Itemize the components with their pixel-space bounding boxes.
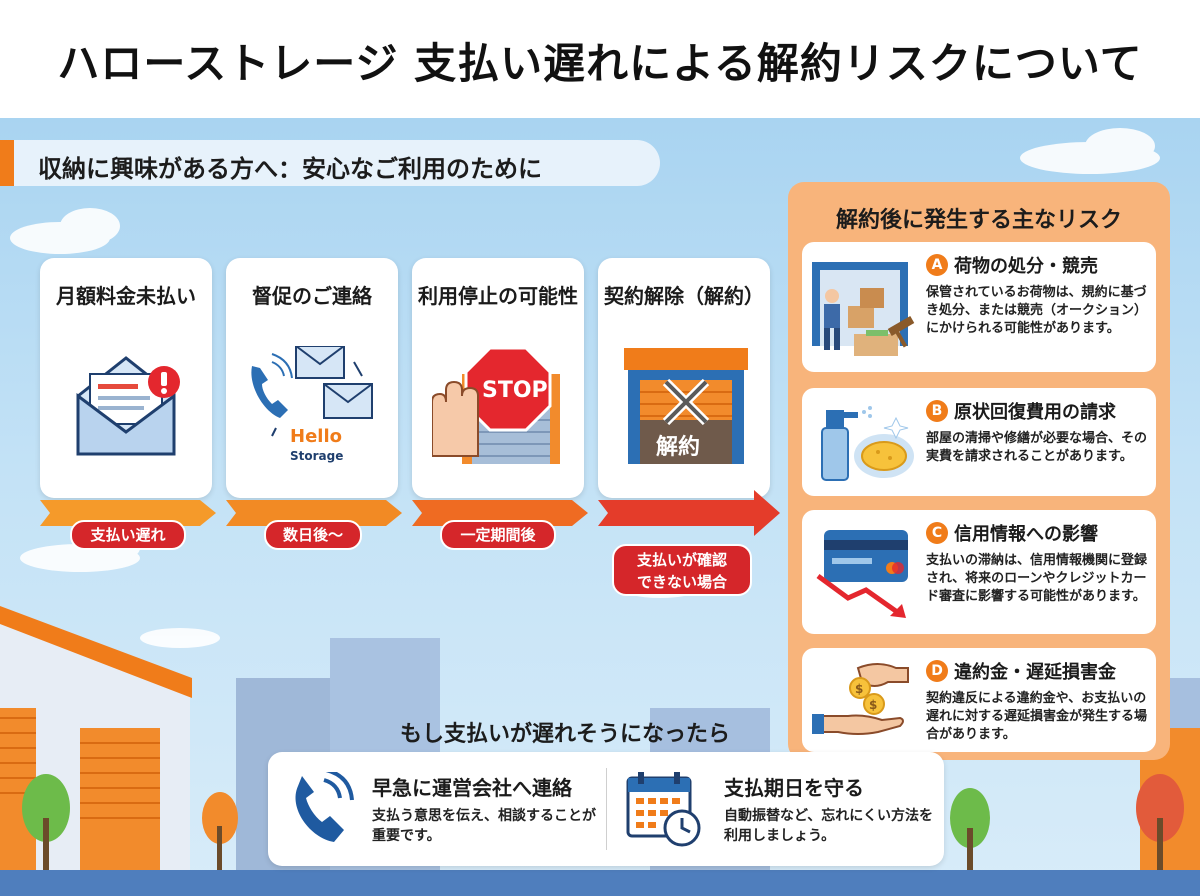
advice-box: 早急に運営会社へ連絡 支払う意思を伝え、相談することが重要です。 支払期日を守る… [268, 752, 944, 866]
risk-badge-c: C [926, 522, 948, 544]
tag-unconfirmed: 支払いが確認できない場合 [612, 544, 752, 596]
risk-title-credit: 信用情報への影響 [954, 524, 1098, 545]
step-label: 契約解除（解約） [604, 284, 764, 308]
process-arrows [40, 490, 780, 536]
tip-title-deadline: 支払期日を守る [724, 776, 864, 800]
risk-card-credit: C 信用情報への影響 支払いの滞納は、信用情報機関に登録され、将来のローンやクレ… [802, 510, 1156, 634]
phone-mail-icon: Hello Storage [251, 346, 373, 463]
tag-few-days: 数日後〜 [264, 520, 362, 550]
advice-divider [606, 768, 607, 850]
step-card-termination: 契約解除（解約） 解約 [598, 258, 770, 498]
header: ハローストレージ 支払い遅れによる解約リスクについて [0, 0, 1200, 118]
hello-text: Hello [290, 426, 342, 447]
subheading-banner: 収納に興味がある方へ：安心なご利用のために [0, 140, 660, 186]
accent-bar [0, 140, 14, 186]
risk-card-penalty: $ $ D 違約金・遅延損害金 契約違反による違約金や、お支払いの遅れに対する遅… [802, 648, 1156, 752]
risk-title-disposal: 荷物の処分・競売 [954, 256, 1098, 277]
step-card-reminder: 督促のご連絡 Hello Storage [226, 258, 398, 498]
risk-text-credit: 支払いの滞納は、信用情報機関に登録され、将来のローンやクレジットカード審査に影響… [926, 553, 1148, 604]
step-card-suspension: 利用停止の可能性 STOP [412, 258, 584, 498]
risk-title-penalty: 違約金・遅延損害金 [954, 662, 1116, 683]
coins-hand-icon: $ $ [812, 663, 909, 735]
risk-badge-d: D [926, 660, 948, 682]
risk-text-penalty: 契約違反による違約金や、お支払いの遅れに対する遅延損害金が発生する場合があります… [926, 691, 1148, 742]
credit-card-down-icon [816, 530, 908, 618]
risk-panel: 解約後に発生する主なリスク A 荷物の処分・競売 保管されているお荷物は、規約に… [788, 182, 1170, 760]
step-label: 督促のご連絡 [252, 284, 372, 308]
tip-text-deadline: 自動振替など、忘れにくい方法を利用しましょう。 [724, 808, 934, 844]
tag-fixed-period: 一定期間後 [440, 520, 556, 550]
advice-heading: もし支払いが遅れそうになったら [400, 722, 731, 747]
tip-title-contact: 早急に運営会社へ連絡 [372, 776, 572, 800]
risk-badge-b: B [926, 400, 948, 422]
risk-text-disposal: 保管されているお荷物は、規約に基づき処分、または競売（オークション）にかけられる… [926, 285, 1148, 336]
tip-text-contact: 支払う意思を伝え、相談することが重要です。 [372, 808, 596, 844]
risk-title-restoration: 原状回復費用の請求 [954, 402, 1116, 423]
step-label: 利用停止の可能性 [418, 284, 578, 308]
step-card-unpaid: 月額料金未払い [40, 258, 212, 498]
svg-text:$: $ [869, 698, 877, 712]
storage-text: Storage [290, 449, 343, 463]
calendar-clock-icon [626, 772, 701, 847]
locked-storage-icon: 解約 [624, 348, 748, 464]
cleaning-spray-icon [821, 406, 914, 481]
subheading-text: 収納に興味がある方へ：安心なご利用のために [38, 155, 542, 183]
stop-text: STOP [482, 378, 548, 403]
warehouse-auction-icon [812, 262, 915, 356]
svg-text:$: $ [855, 682, 863, 696]
step-label: 月額料金未払い [56, 284, 196, 308]
risk-text-restoration: 部屋の清掃や修繕が必要な場合、その実費を請求されることがあります。 [926, 431, 1148, 464]
risk-card-restoration: B 原状回復費用の請求 部屋の清掃や修繕が必要な場合、その実費を請求されることが… [802, 388, 1156, 496]
risk-card-disposal: A 荷物の処分・競売 保管されているお荷物は、規約に基づき処分、または競売（オー… [802, 242, 1156, 372]
risk-panel-title: 解約後に発生する主なリスク [835, 208, 1122, 233]
page-title: ハローストレージ 支払い遅れによる解約リスクについて [57, 39, 1143, 88]
risk-badge-a: A [926, 254, 948, 276]
envelope-alert-icon [76, 356, 180, 456]
stop-hand-icon: STOP [432, 346, 560, 464]
tag-late-payment: 支払い遅れ [70, 520, 186, 550]
termination-text: 解約 [656, 434, 700, 460]
phone-icon [295, 772, 354, 842]
